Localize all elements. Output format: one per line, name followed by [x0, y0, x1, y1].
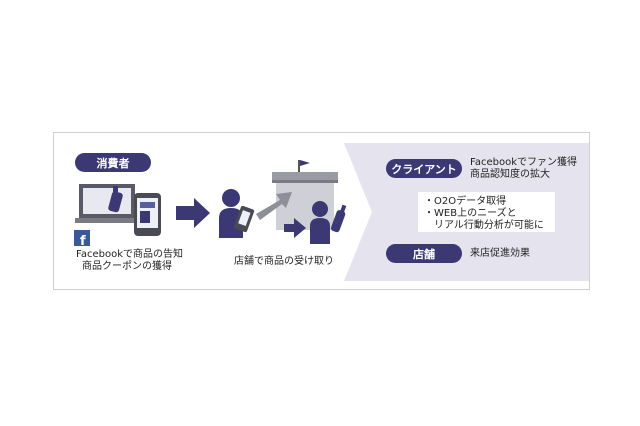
client-text-line1: Facebookでファン獲得	[470, 157, 577, 168]
facebook-icon: f	[74, 230, 90, 246]
bullet-item: ・O2Oデータ取得	[424, 196, 507, 207]
person-icon	[219, 189, 243, 238]
flow-arrow	[256, 192, 292, 220]
bottle-icon	[108, 186, 123, 213]
client-text-line2: 商品認知度の拡大	[470, 169, 550, 180]
store-effect-text: 来店促進効果	[470, 248, 530, 259]
flow-arrow	[176, 198, 210, 228]
smartphone-icon	[134, 193, 161, 236]
store-label: 店舗	[386, 244, 462, 263]
bullet-list: ・O2Oデータ取得 ・WEB上のニーズと リアル行動分析が可能に	[418, 192, 555, 232]
store-step-caption: 店舗で商品の受け取り	[234, 256, 334, 267]
consumer-label: 消費者	[75, 153, 151, 172]
flow-arrow	[284, 218, 306, 238]
bullet-item: ・WEB上のニーズと	[424, 208, 517, 219]
bullet-item: リアル行動分析が可能に	[424, 220, 544, 231]
consumer-caption-line2: 商品クーポンの獲得	[82, 261, 172, 272]
laptop-icon	[75, 184, 139, 223]
client-label: クライアント	[386, 159, 462, 178]
svg-text:f: f	[80, 234, 86, 246]
consumer-caption-line1: Facebookで商品の告知	[76, 249, 183, 260]
smartphone-icon	[233, 206, 255, 233]
person-icon	[310, 201, 347, 244]
